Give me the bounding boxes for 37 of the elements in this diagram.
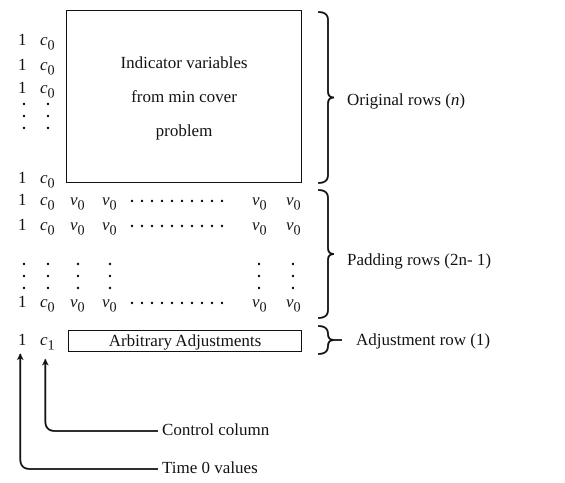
- matrix-entry: 1: [18, 330, 26, 350]
- matrix-entry: c$_{0}$: [40, 30, 55, 56]
- matrix-entry: v$_{0}$: [102, 190, 117, 216]
- brace-label: Padding rows (2n- 1): [347, 250, 492, 270]
- matrix-block: [66, 10, 302, 183]
- box-text: Arbitrary Adjustments: [108, 331, 262, 351]
- block-text: Indicator variables from min cover problem: [120, 52, 248, 142]
- matrix-entry: c$_{0}$: [40, 292, 55, 318]
- matrix-entry: c$_{1}$: [40, 330, 55, 356]
- brace-label: Original rows (n): [347, 90, 466, 110]
- matrix-entry: 1: [18, 78, 26, 98]
- matrix-entry: 1: [18, 292, 26, 312]
- matrix-entry: v$_{0}$: [286, 215, 301, 240]
- matrix-entry: v$_{0}$: [286, 190, 301, 216]
- matrix-entry: v$_{0}$: [252, 292, 267, 318]
- brace-label: Adjustment row (1): [356, 330, 490, 350]
- matrix-entry: v$_{0}$: [286, 292, 301, 318]
- adjustment-box: [68, 330, 302, 352]
- matrix-entry: 1: [18, 30, 26, 50]
- matrix-entry: v$_{0}$: [70, 215, 85, 240]
- leader-arrow: [16, 353, 158, 470]
- matrix-entry: 1: [18, 190, 26, 210]
- matrix-entry: v$_{0}$: [70, 292, 85, 318]
- matrix-entry: 1: [18, 55, 26, 75]
- matrix-entry: 1: [18, 168, 26, 188]
- matrix-entry: c$_{0}$: [40, 215, 55, 240]
- matrix-entry: v$_{0}$: [252, 190, 267, 216]
- matrix-entry: c$_{0}$: [40, 55, 55, 80]
- matrix-entry: 1: [18, 215, 26, 235]
- matrix-entry: v$_{0}$: [102, 215, 117, 240]
- matrix-entry: c$_{0}$: [40, 78, 55, 104]
- matrix-entry: v$_{0}$: [252, 215, 267, 240]
- matrix-entry: v$_{0}$: [102, 292, 117, 318]
- leader-label: Time 0 values: [162, 458, 258, 478]
- leader-arrow: [42, 358, 158, 432]
- matrix-entry: v$_{0}$: [70, 190, 85, 216]
- leader-label: Control column: [162, 420, 270, 440]
